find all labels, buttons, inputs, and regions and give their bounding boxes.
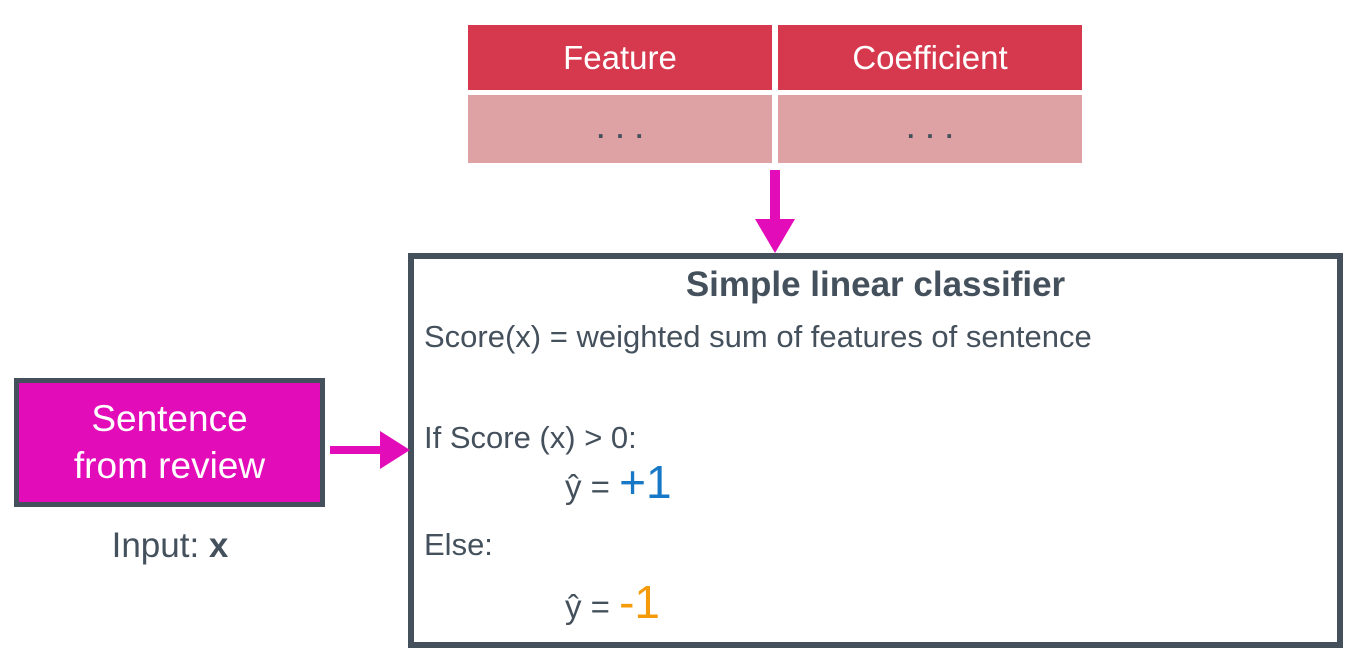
down-arrow-head [755, 219, 795, 253]
yhat-label: ŷ = [565, 468, 620, 505]
table-cell-coefficient-ellipsis: ... [778, 95, 1082, 163]
classifier-if-line: If Score (x) > 0: [424, 420, 637, 455]
classifier-yhat-negative-line: ŷ = -1 [565, 579, 660, 626]
table-header-coefficient: Coefficient [778, 25, 1082, 90]
sentence-from-review-box: Sentence from review [14, 378, 325, 507]
ellipsis-text: ... [907, 113, 965, 144]
classifier-score-line: Score(x) = weighted sum of features of s… [424, 319, 1092, 354]
input-symbol-x: x [208, 526, 229, 565]
positive-class-value: +1 [619, 456, 672, 508]
table-header-feature: Feature [468, 25, 772, 90]
feature-coefficient-table: Feature Coefficient ... ... [468, 25, 1082, 163]
sentence-box-line1: Sentence [91, 398, 248, 440]
table-cell-feature-ellipsis: ... [468, 95, 772, 163]
classifier-yhat-positive-line: ŷ = +1 [565, 459, 672, 506]
right-arrow-icon [330, 431, 410, 469]
classifier-else-line: Else: [424, 527, 493, 562]
classifier-title: Simple linear classifier [685, 265, 1066, 304]
yhat-label: ŷ = [565, 588, 620, 625]
sentence-box-line2: from review [73, 444, 266, 486]
table-header-feature-label: Feature [563, 38, 677, 76]
input-label-prefix: Input: [111, 526, 209, 565]
down-arrow-stem [770, 170, 780, 222]
classifier-box: Simple linear classifier Score(x) = weig… [408, 253, 1343, 648]
right-arrow-stem [330, 446, 386, 454]
down-arrow-icon [755, 170, 795, 253]
right-arrow-head [380, 431, 410, 469]
negative-class-value: -1 [619, 576, 661, 628]
ellipsis-text: ... [597, 113, 655, 144]
input-label: Input: x [0, 526, 340, 566]
table-header-coefficient-label: Coefficient [852, 38, 1008, 76]
